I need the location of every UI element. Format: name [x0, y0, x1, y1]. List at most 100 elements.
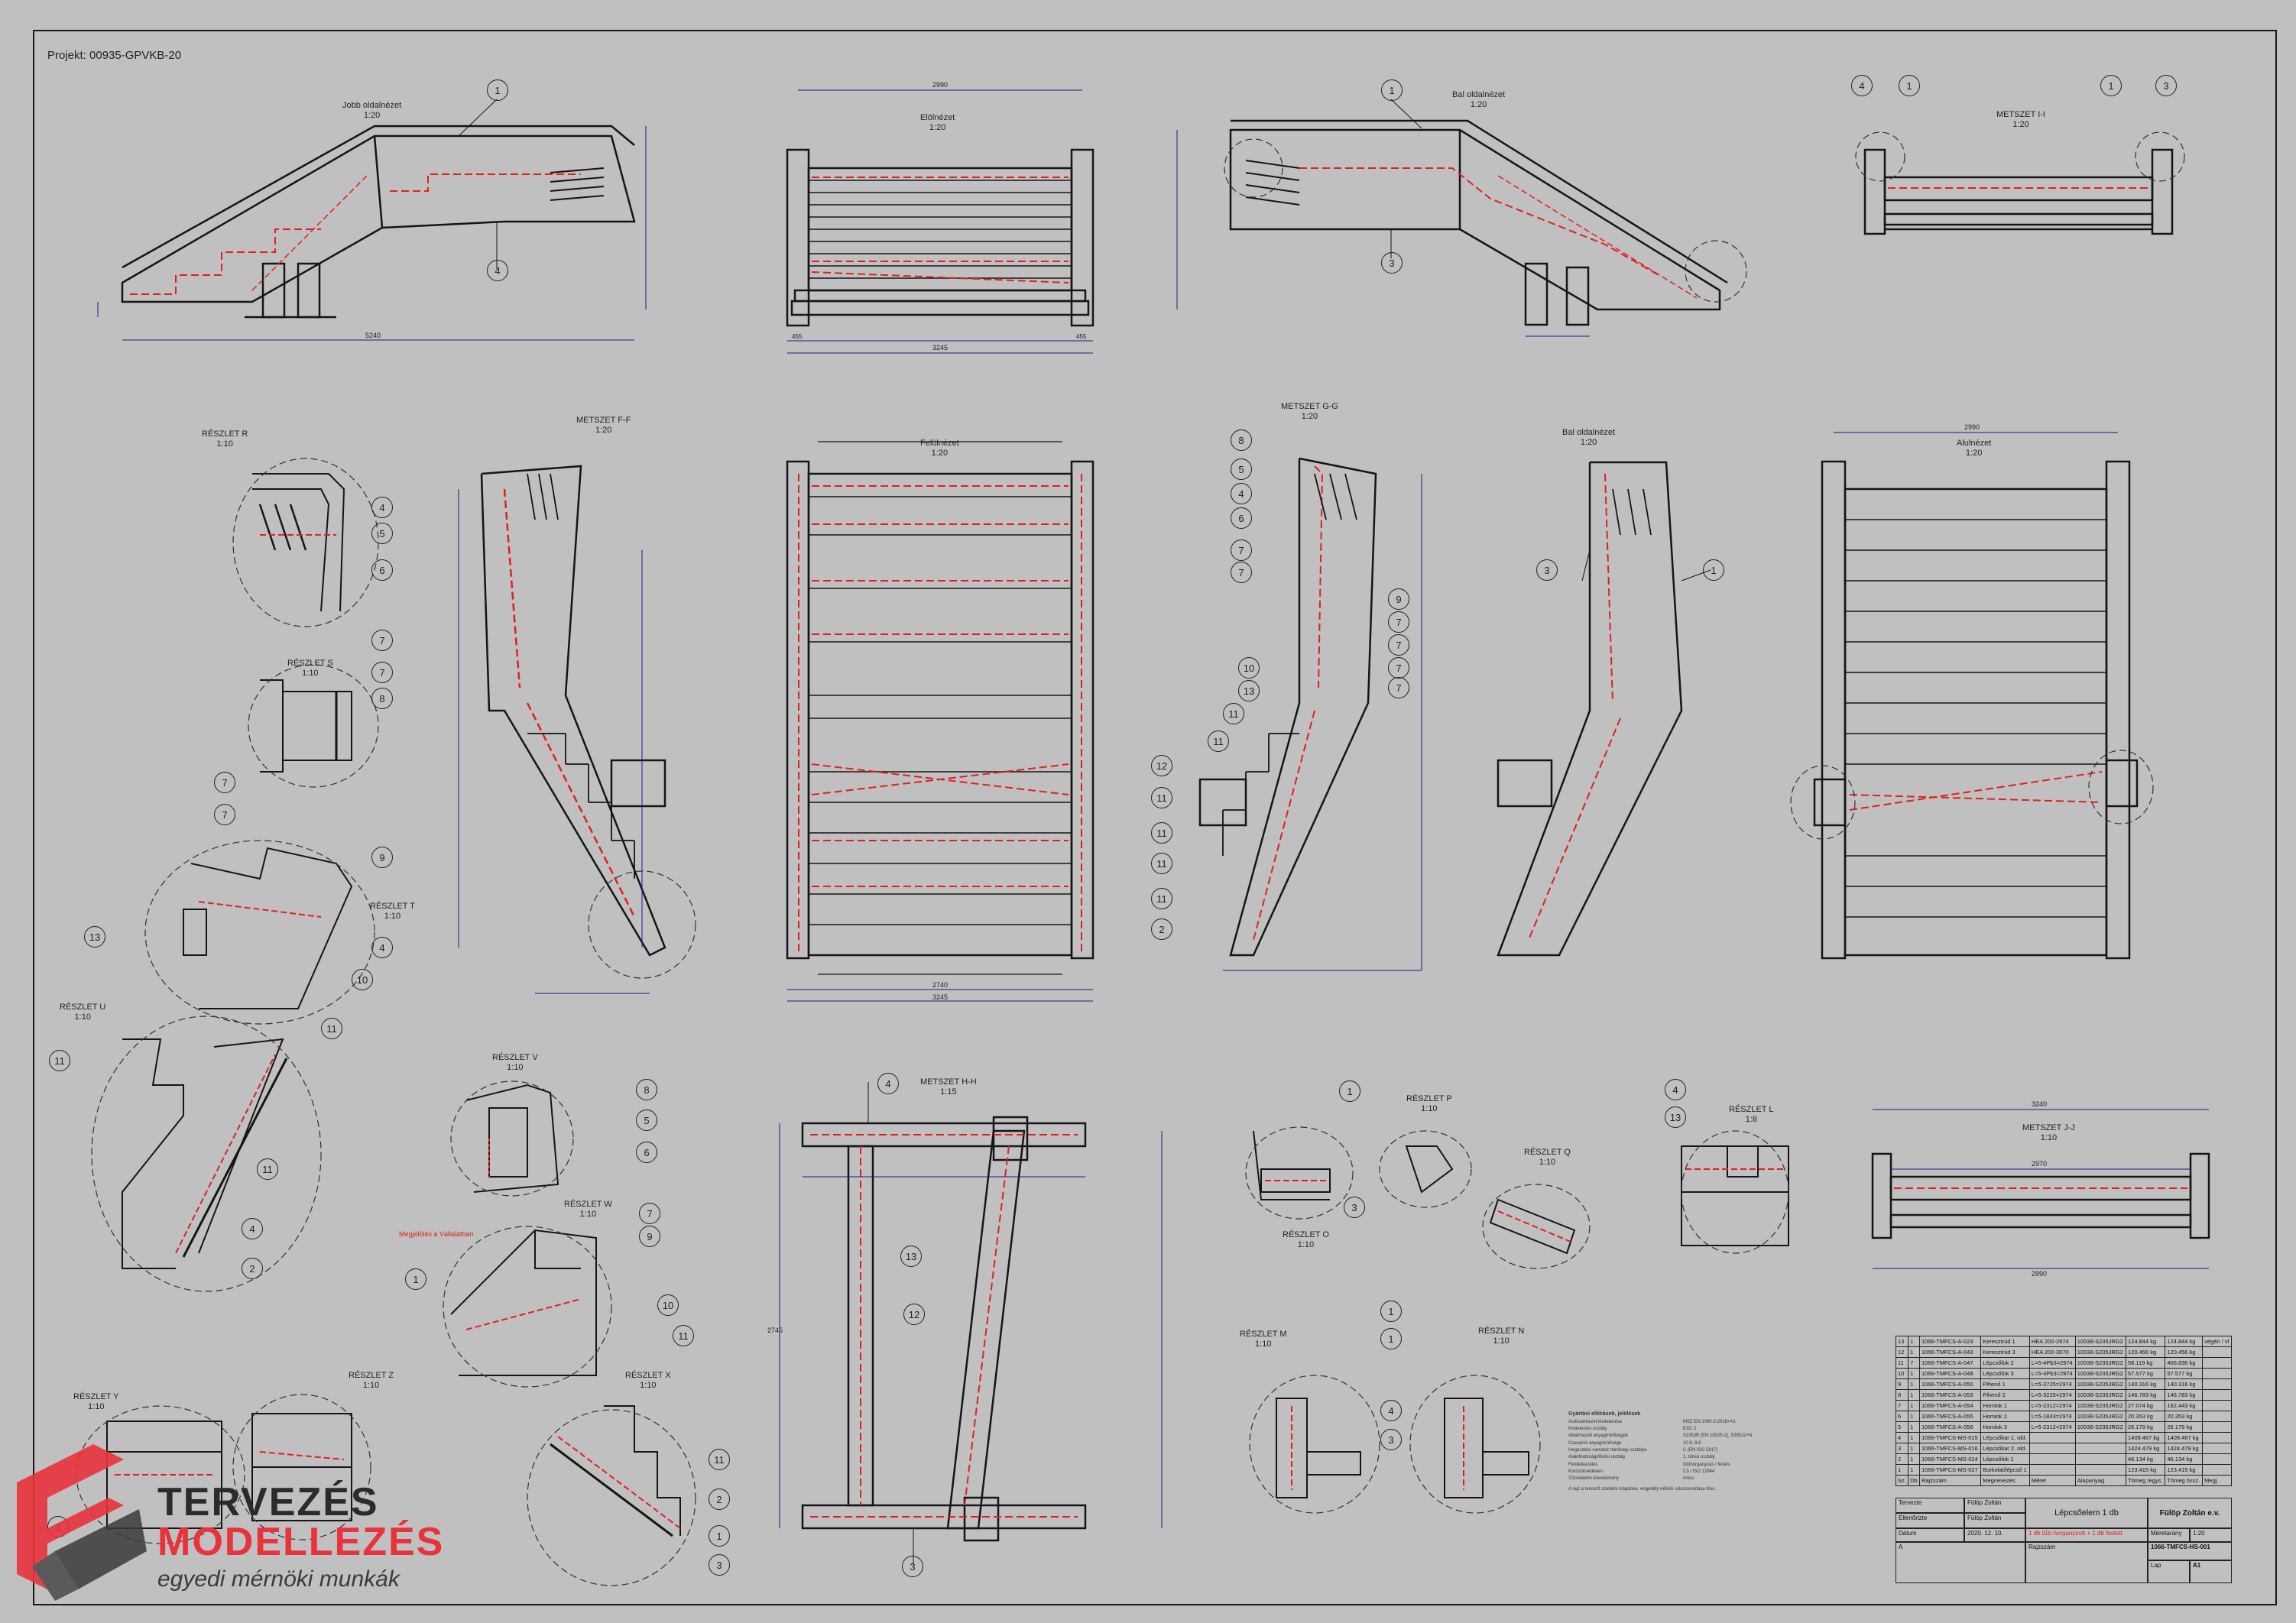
- view-metszet-ff: [458, 465, 696, 994]
- callout-9: 9: [1388, 588, 1409, 610]
- bom-cell: végén / vl: [2202, 1336, 2232, 1347]
- bom-cell: [2074, 1453, 2127, 1465]
- bom-cell: 1066-TMFCS-A-043: [1918, 1346, 1982, 1358]
- bom-cell: 1: [1908, 1336, 1920, 1347]
- bom-cell: 9: [1895, 1378, 1909, 1390]
- callout-6: 6: [636, 1142, 657, 1163]
- bom-cell: Lépcsőfok 3: [1980, 1368, 2030, 1379]
- tb-designer: Fülöp Zoltán: [1964, 1498, 2025, 1513]
- view-alulnezet: [1790, 432, 2154, 960]
- view-metszet-ii: [1855, 131, 2185, 235]
- notes-key: Alakíthatósági/tűrési osztály: [1568, 1455, 1626, 1460]
- view-reszlet-o: [1245, 1126, 1354, 1220]
- bom-cell: 13: [1895, 1336, 1909, 1347]
- callout-7: 7: [1388, 657, 1409, 679]
- bom-cell: 406.836 kg: [2165, 1357, 2204, 1369]
- view-scale: 1:10: [1421, 1103, 1438, 1113]
- callout-5: 5: [636, 1110, 657, 1131]
- bom-cell: HEA 200-3070: [2028, 1346, 2076, 1358]
- view-scale: 1:10: [640, 1380, 657, 1390]
- bom-cell: 120.456 kg: [2125, 1346, 2166, 1358]
- callout-1: 1: [405, 1268, 426, 1290]
- view-reszlet-m: [1249, 1375, 1380, 1514]
- callout-1: 1: [1380, 1301, 1402, 1322]
- bom-cell: [2202, 1421, 2232, 1433]
- view-scale: 1:20: [363, 110, 381, 120]
- dim-alul-width: 2990: [1964, 423, 1980, 431]
- tb-label-ellenorizte: Ellenőrizte: [1895, 1513, 1964, 1528]
- callout-11: 11: [673, 1325, 694, 1346]
- bom-cell: 1: [1908, 1378, 1920, 1390]
- bom-cell: L=5-4Pb3=2974: [2028, 1357, 2076, 1369]
- tb-checked: Fülöp Zoltán: [1964, 1513, 2025, 1528]
- tb-label-meretarany: Méretarány: [2148, 1528, 2190, 1542]
- callout-2: 2: [242, 1258, 263, 1279]
- notes-key: Felületkezelés: [1568, 1462, 1598, 1467]
- bom-cell: 124.844 kg: [2125, 1336, 2166, 1347]
- bom-cell: [2202, 1464, 2232, 1476]
- view-scale: 1:10: [216, 439, 233, 449]
- notes-value: tűzihorganyzás / festés: [1683, 1462, 1730, 1467]
- bom-cell: Megnevezés: [1980, 1475, 2030, 1486]
- callout-7: 7: [371, 662, 393, 683]
- view-scale: 1:10: [507, 1062, 524, 1072]
- view-scale: 1:10: [384, 911, 401, 921]
- bom-cell: 1066-TMFCS-MS-016: [1918, 1443, 1982, 1454]
- callout-3: 3: [1381, 252, 1403, 274]
- callout-3: 3: [709, 1554, 730, 1576]
- dim-felul-inner: 2740: [932, 981, 949, 989]
- callout-13: 13: [84, 926, 105, 948]
- bom-cell: 1066-TMFCS-MS-015: [1918, 1432, 1982, 1443]
- bom-cell: Sz.: [1895, 1475, 1909, 1486]
- view-title: Elölnézet: [920, 113, 955, 122]
- bom-cell: [2028, 1432, 2076, 1443]
- dim-elol-width: 2990: [932, 81, 949, 89]
- callout-4: 4: [1380, 1400, 1402, 1421]
- view-title: Jobb oldalnézet: [342, 101, 402, 110]
- title-block: Tervezte Fülöp Zoltán Ellenőrizte Fülöp …: [1895, 1498, 2232, 1583]
- view-scale: 1:8: [1745, 1114, 1757, 1124]
- bom-cell: 10038-S235JRG2: [2074, 1400, 2127, 1411]
- bom-cell: 1066-TMFCS-A-054: [1918, 1400, 1982, 1411]
- view-reszlet-r: [232, 458, 379, 627]
- callout-7: 7: [214, 772, 235, 793]
- tb-label-lap: Lap: [2148, 1560, 2190, 1583]
- callout-1: 1: [487, 79, 508, 101]
- callout-7: 7: [1231, 562, 1252, 583]
- bom-cell: 10038-S235JRG2: [2074, 1389, 2127, 1401]
- callout-11: 11: [709, 1449, 730, 1470]
- callout-11: 11: [257, 1158, 278, 1180]
- view-reszlet-t: [144, 840, 375, 1025]
- callout-11: 11: [1151, 787, 1172, 808]
- bom-cell: 2: [1895, 1453, 1909, 1465]
- bom-cell: L=5-3225=2974: [2028, 1389, 2076, 1401]
- bom-cell: L=5-4Pb3=2974: [2028, 1368, 2076, 1379]
- notes-value: S235JR (EN 10025-2), S355J2+N: [1683, 1433, 1753, 1439]
- bom-cell: 10038-S235JRG2: [2074, 1421, 2127, 1433]
- sheet-border: [33, 30, 2277, 1605]
- dim-elol-side-right: 455: [1076, 333, 1087, 340]
- callout-1: 1: [1899, 75, 1920, 96]
- notes-key: Kivitelezési osztály: [1568, 1427, 1607, 1432]
- notes-value: nincs: [1683, 1476, 1694, 1482]
- callout-11: 11: [1208, 731, 1229, 752]
- callout-10: 10: [657, 1294, 679, 1316]
- bom-cell: [2028, 1453, 2076, 1465]
- dim-jobb-length: 5240: [365, 332, 381, 339]
- bom-cell: Homlok 1: [1980, 1400, 2030, 1411]
- view-title: RÉSZLET N: [1478, 1327, 1525, 1336]
- view-reszlet-q: [1482, 1184, 1591, 1269]
- callout-3: 3: [902, 1556, 923, 1577]
- bom-cell: 1: [1908, 1346, 1920, 1358]
- callout-4: 4: [242, 1218, 263, 1239]
- bom-cell: [2028, 1443, 2076, 1454]
- callout-11: 11: [321, 1018, 342, 1039]
